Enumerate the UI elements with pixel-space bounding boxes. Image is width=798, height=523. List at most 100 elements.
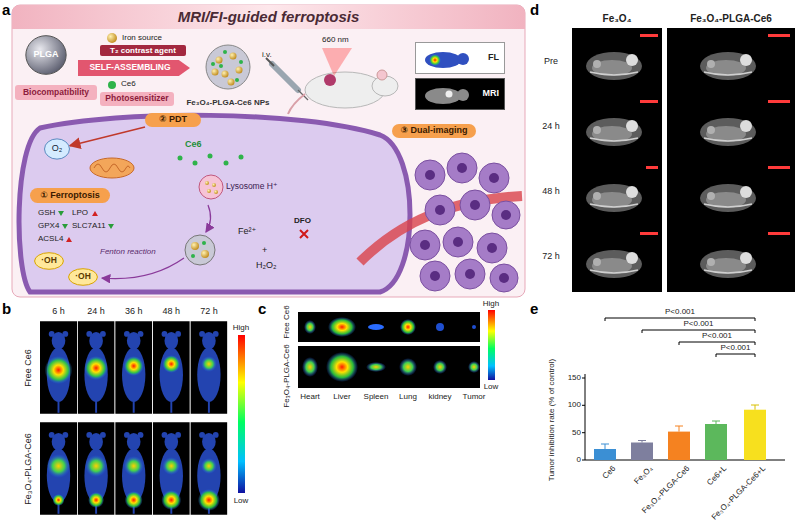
reaction-label: Fenton reaction — [100, 247, 156, 256]
node-text: Photosensitizer — [105, 94, 168, 103]
illustration-part — [62, 224, 68, 229]
component-label: Iron source — [122, 33, 162, 42]
axis-title: Tumor inhibition rate (% of control) — [547, 359, 556, 481]
illustration-part — [640, 34, 790, 235]
illustration-part — [85, 455, 107, 477]
illustration-part — [751, 405, 759, 410]
illustration-part — [193, 161, 198, 166]
panel-c-art — [298, 310, 495, 388]
organ-label: Lung — [399, 392, 417, 401]
column-header: Fe₃O₄-PLGA-Ce6 — [690, 13, 772, 25]
row-label: Free Ce6 — [282, 305, 291, 338]
scale-label: High — [483, 299, 499, 308]
illustration-part — [94, 164, 130, 172]
illustration-part — [489, 173, 499, 183]
illustration-part — [322, 48, 352, 76]
illustration-part — [162, 355, 180, 373]
illustration-part — [185, 235, 215, 265]
illustration-part — [490, 264, 518, 292]
illustration-part — [239, 155, 244, 160]
illustration-part — [45, 356, 73, 384]
illustration-part — [479, 163, 509, 193]
category-label: Fe₃O₄ — [632, 464, 654, 486]
p-value: P<0.001 — [702, 331, 732, 340]
panel-b-art — [40, 321, 245, 515]
imaging-inset: FL — [415, 42, 505, 74]
illustration-part — [646, 166, 658, 169]
property-tag: Biocompatibility — [15, 85, 97, 100]
process-arrow: SELF-ASSEMBLING — [78, 60, 190, 76]
illustration-part — [66, 237, 72, 242]
illustration-part — [586, 250, 642, 278]
illustration-part — [201, 458, 217, 474]
illustration-part — [477, 233, 507, 263]
tick-label: 50 — [572, 428, 581, 437]
illustration-part — [460, 190, 490, 220]
scale-label: High — [233, 323, 249, 332]
illustration-part — [668, 432, 690, 460]
illustration-part — [768, 232, 790, 235]
illustration-part — [102, 258, 184, 279]
marker-label: GSH — [38, 208, 55, 217]
illustration-part — [124, 356, 144, 376]
illustration-part — [190, 422, 227, 515]
illustration-part — [425, 170, 435, 180]
plga-sphere: PLGA — [25, 34, 67, 76]
illustration-part — [468, 361, 480, 373]
row-label: 24 h — [542, 121, 560, 131]
node-text: MRI — [483, 89, 500, 99]
category-label: Ce6+L — [705, 464, 728, 487]
illustration-part — [399, 358, 417, 376]
illustration-part — [198, 489, 220, 511]
illustration-part — [366, 362, 386, 372]
illustration-part — [224, 161, 229, 166]
illustration-part — [420, 163, 511, 283]
illustration-part — [84, 356, 108, 380]
illustration-part — [360, 196, 522, 262]
node-shape — [197, 173, 225, 201]
node-text: Biocompatibility — [23, 88, 89, 97]
illustration-part — [266, 58, 274, 66]
illustration-part — [190, 321, 227, 414]
connector — [70, 127, 145, 146]
illustration-part — [35, 253, 64, 270]
illustration-part — [446, 91, 453, 98]
molecule-bubble: O₂ — [44, 138, 70, 160]
tick-label: 100 — [568, 400, 581, 409]
column-header: Fe₃O₄ — [603, 13, 632, 25]
illustration-part — [78, 60, 190, 76]
illustration-part — [447, 153, 477, 183]
illustration-part — [700, 184, 756, 212]
illustration-part — [700, 118, 756, 146]
illustration-part — [410, 230, 440, 260]
illustration-part — [436, 323, 444, 331]
illustration-part — [492, 201, 520, 229]
illustration-part — [410, 153, 520, 292]
row-label: 48 h — [542, 186, 560, 196]
illustration-part — [457, 53, 469, 65]
marker-label: LPO — [72, 208, 88, 217]
illustration-part — [443, 227, 473, 257]
illustration-part — [667, 28, 795, 292]
illustration-part — [26, 36, 66, 75]
panel-letter: d — [530, 1, 539, 18]
panel-d-art — [572, 28, 795, 292]
illustration-part — [40, 422, 77, 515]
illustration-part — [675, 426, 683, 432]
illustration-part — [457, 89, 469, 101]
illustration-part — [605, 318, 755, 357]
illustration-part — [47, 454, 71, 478]
marker-label: SLC7A11 — [72, 221, 106, 230]
organ-label: kidney — [428, 392, 451, 401]
illustration-part — [470, 200, 480, 210]
time-label: 24 h — [87, 306, 105, 316]
molecule-label: Fe²⁺ — [238, 226, 256, 236]
radical-bubble: ·OH — [68, 268, 98, 286]
node-text: ② PDT — [159, 115, 187, 125]
illustration-part — [90, 158, 134, 178]
operator-label: + — [262, 245, 267, 255]
illustration-part — [40, 321, 77, 414]
illustration-part — [162, 457, 180, 475]
